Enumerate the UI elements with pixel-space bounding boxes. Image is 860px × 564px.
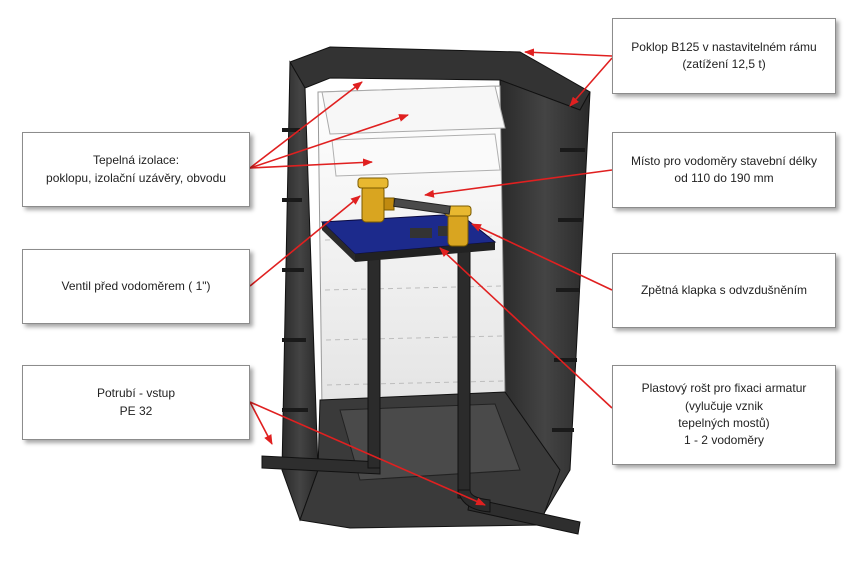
callout-valve: Ventil před vodoměrem ( 1"): [22, 249, 250, 324]
arrow-insulation-3: [249, 158, 373, 169]
callout-insulation: Tepelná izolace: poklopu, izolační uzávě…: [22, 132, 250, 207]
grid-front-edge: [355, 242, 495, 262]
callout-pipe-line-1: Potrubí - vstup: [96, 386, 176, 401]
insulation-plug: [331, 133, 501, 177]
grid-clamps: [410, 226, 456, 238]
callout-lid: Poklop B125 v nastavitelném rámu (zatíže…: [612, 18, 836, 94]
arrow-grid: [439, 247, 613, 409]
arrow-valve: [249, 195, 361, 287]
callout-lid-line-2: (zatížení 12,5 t): [682, 57, 766, 71]
callout-valve-line-1: Ventil před vodoměrem ( 1"): [61, 278, 211, 293]
callout-grid: Plastový rošt pro fixaci armatur (vyluču…: [612, 365, 836, 465]
grid-edge: [322, 222, 355, 262]
arrow-check-valve: [471, 223, 613, 291]
arrow-lid-1: [524, 48, 613, 57]
check-valve: [444, 205, 472, 247]
callout-insulation-line-1: Tepelná izolace:: [92, 153, 180, 168]
left-wall-ribs: [282, 128, 308, 412]
arrow-insulation-2: [249, 114, 409, 169]
arrow-meter-space: [424, 169, 613, 198]
arrow-lid-2: [569, 57, 613, 107]
arrow-insulation-1: [249, 81, 363, 169]
callout-meter-space-line-2: od 110 do 190 mm: [674, 171, 774, 185]
callout-grid-line-4: 1 - 2 vodoměry: [683, 433, 765, 448]
callout-lid-line-1: Poklop B125 v nastavitelném rámu: [631, 39, 817, 54]
vertical-pipe-right: [457, 247, 471, 499]
meter-space-bar: [393, 197, 451, 215]
right-wall-ribs: [552, 148, 585, 432]
lid-insulation: [321, 85, 506, 135]
callout-insulation-line-2: poklopu, izolační uzávěry, obvodu: [46, 170, 226, 185]
callout-pipe-line-2: PE 32: [119, 403, 153, 418]
callout-check-valve-line-1: Zpětná klapka s odvzdušněním: [640, 282, 808, 297]
annotation-arrows: [249, 48, 613, 506]
vertical-pipe-left: [367, 247, 381, 469]
callout-pipe: Potrubí - vstup PE 32: [22, 365, 250, 440]
callout-grid-line-3: tepelných mostů): [678, 416, 770, 430]
valve-before-meter: [357, 177, 395, 223]
arrow-pipe-1: [249, 401, 273, 445]
callout-grid-line-2: (vylučuje vznik: [684, 398, 764, 413]
callout-meter-space-line-1: Místo pro vodoměry stavební délky: [630, 153, 818, 168]
callout-meter-space: Místo pro vodoměry stavební délky od 110…: [612, 132, 836, 208]
callout-check-valve: Zpětná klapka s odvzdušněním: [612, 253, 836, 328]
arrow-pipe-2: [249, 401, 486, 506]
callout-grid-line-1: Plastový rošt pro fixaci armatur: [641, 381, 807, 396]
